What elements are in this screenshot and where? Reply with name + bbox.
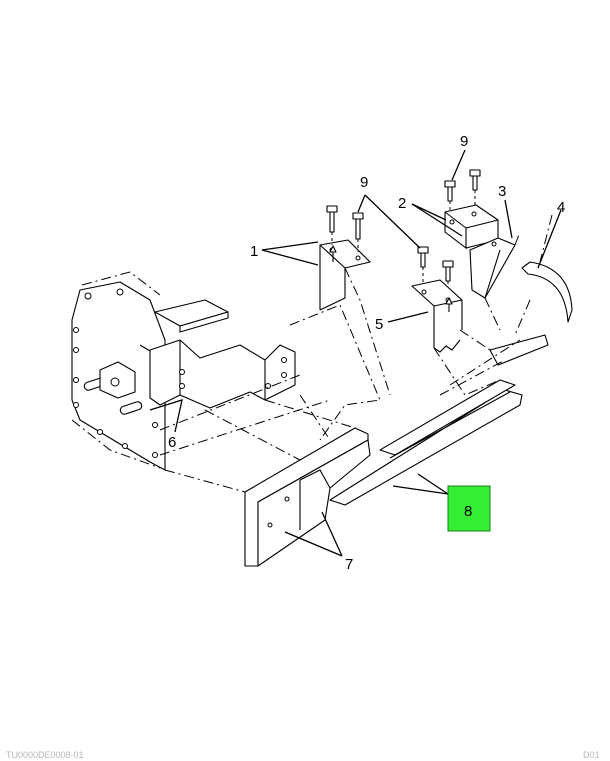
upper-frame-bracket	[154, 299, 229, 333]
bolt	[444, 180, 456, 214]
frame-rail-plate	[71, 271, 166, 471]
leader-lines	[149, 149, 562, 557]
callout-7: 7	[345, 556, 353, 573]
callout-labels: 1 2 3 4 5 6 7 8 9 9	[168, 133, 565, 573]
bolt	[417, 246, 429, 282]
callout-3: 3	[498, 183, 506, 200]
callout-9-left: 9	[360, 174, 368, 191]
callout-5: 5	[375, 316, 383, 333]
callout-8: 8	[464, 503, 472, 520]
callout-2: 2	[398, 195, 406, 212]
angle-bracket-6	[149, 339, 296, 409]
bolts-9	[326, 169, 481, 296]
highlight-box-8	[447, 485, 491, 532]
gusset-3	[469, 231, 521, 299]
assembly-lines	[159, 267, 501, 493]
mount-bracket-1	[319, 239, 371, 311]
footer-left-code: TU0000DE0008-01	[6, 750, 84, 760]
bolt	[469, 169, 481, 205]
end-plate-7	[244, 427, 371, 567]
bolt	[352, 212, 364, 252]
footer-right-code: D01	[583, 750, 600, 760]
mount-bracket-2	[444, 204, 499, 250]
bolt	[442, 260, 454, 296]
step-rail-8	[329, 334, 549, 506]
trim-strip-4	[514, 214, 573, 336]
callout-1: 1	[250, 243, 258, 260]
callout-6: 6	[168, 434, 176, 451]
callout-9-right: 9	[460, 133, 468, 150]
mount-bracket-5	[411, 279, 463, 353]
callout-4: 4	[557, 199, 565, 216]
bolt	[326, 205, 338, 245]
